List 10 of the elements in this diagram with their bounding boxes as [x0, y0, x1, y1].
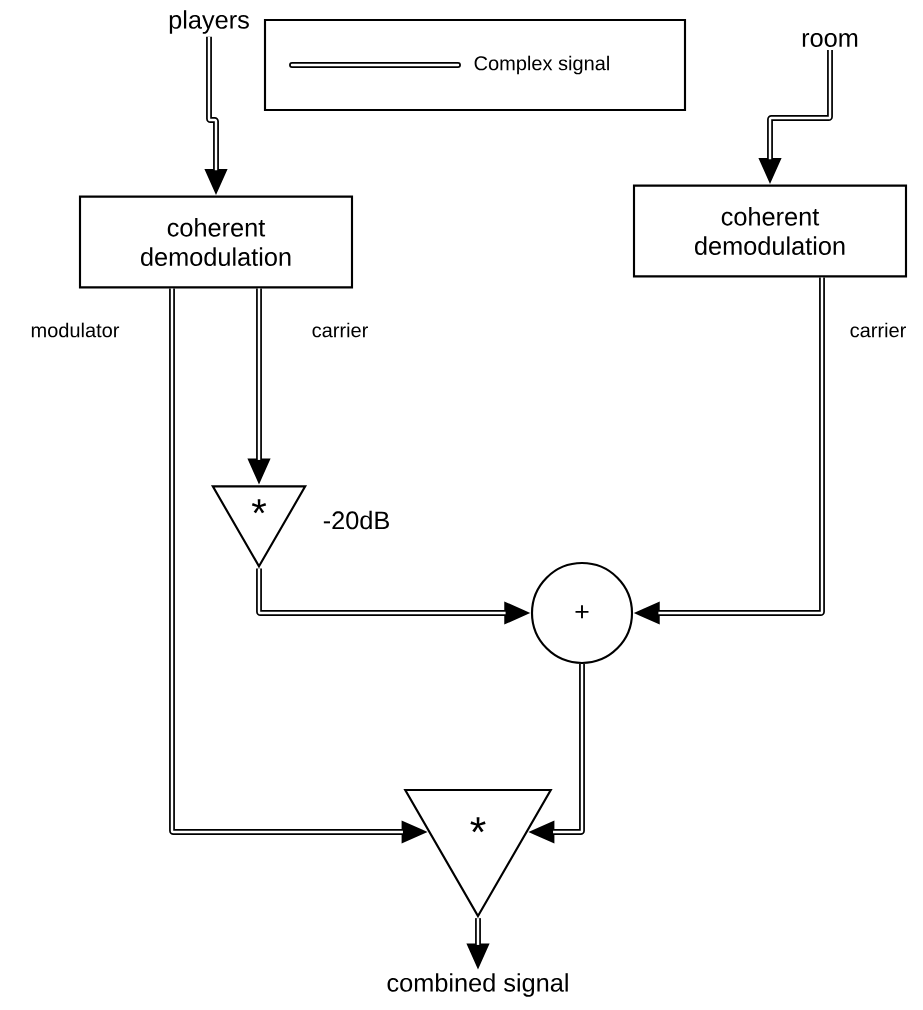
output-label: combined signal — [387, 973, 568, 997]
process-box: coherent demodulation — [78, 195, 354, 289]
edge-label: modulator — [29, 321, 121, 339]
edge-label: carrier — [310, 321, 370, 339]
legend-text: Complex signal — [474, 55, 609, 75]
edge-label: carrier — [848, 321, 908, 339]
process-box: coherent demodulation — [632, 184, 908, 278]
gain-label: -20dB — [323, 510, 389, 530]
input-label: room — [802, 33, 858, 47]
input-label: players — [169, 10, 249, 34]
